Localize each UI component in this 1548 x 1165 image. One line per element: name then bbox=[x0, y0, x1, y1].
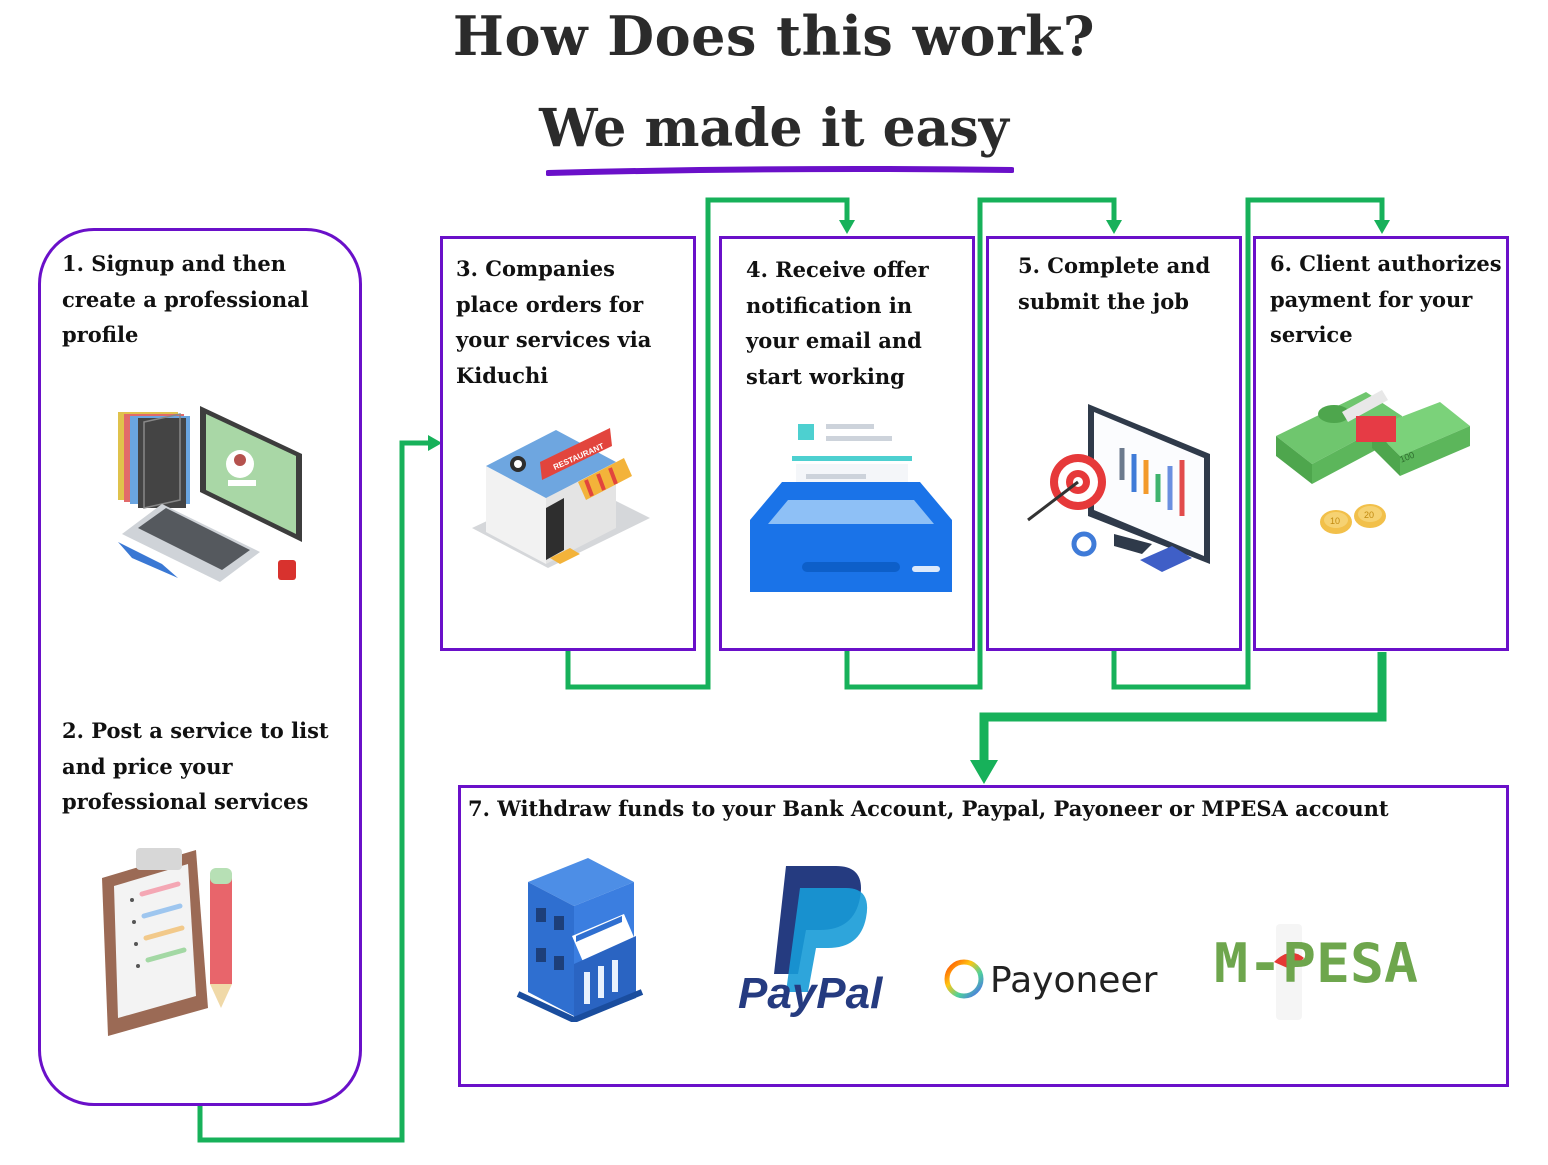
paypal-logo: PayPal bbox=[738, 866, 883, 1018]
bank-building-icon: BANK bbox=[516, 858, 644, 1022]
arrowhead-3 bbox=[428, 435, 442, 451]
page-subtitle: We made it easy bbox=[539, 98, 1009, 159]
coin-a-label: 10 bbox=[1330, 516, 1340, 526]
connector-4-to-5 bbox=[844, 197, 1117, 690]
mpesa-logo: M-PESA bbox=[1214, 924, 1418, 1020]
money-stack-icon: 100 10 20 bbox=[1276, 390, 1470, 534]
payoneer-logo: Payoneer bbox=[944, 959, 1158, 1001]
clipboard-checklist-icon bbox=[102, 848, 232, 1036]
inbox-tray-icon bbox=[750, 424, 952, 592]
arrowhead-7 bbox=[970, 760, 998, 784]
payoneer-wordmark: Payoneer bbox=[990, 960, 1158, 1001]
mpesa-wordmark: M-PESA bbox=[1214, 932, 1418, 995]
paypal-wordmark: PayPal bbox=[738, 969, 883, 1018]
step-3-text: 3. Companies place orders for your servi… bbox=[456, 256, 652, 388]
arrowhead-4 bbox=[839, 220, 855, 234]
step-4-text: 4. Receive offer notification in your em… bbox=[746, 257, 929, 389]
step-2-text: 2. Post a service to list and price your… bbox=[62, 718, 329, 814]
restaurant-store-icon: RESTAURANT bbox=[472, 428, 650, 568]
laptop-profile-icon bbox=[118, 406, 302, 582]
connector-5-to-6 bbox=[1111, 197, 1385, 690]
connector-2-to-3 bbox=[197, 440, 430, 1143]
arrowhead-6 bbox=[1374, 220, 1390, 234]
target-analytics-icon bbox=[1027, 404, 1210, 572]
page-title: How Does this work? bbox=[452, 4, 1096, 68]
step-1-text: 1. Signup and then create a professional… bbox=[62, 251, 309, 347]
coin-b-label: 20 bbox=[1364, 510, 1374, 520]
step-5-text: 5. Complete and submit the job bbox=[1018, 253, 1211, 314]
step-6-text: 6. Client authorizes payment for your se… bbox=[1270, 251, 1502, 347]
connector-3-to-4 bbox=[565, 197, 850, 690]
step-7-text: 7. Withdraw funds to your Bank Account, … bbox=[468, 796, 1389, 821]
subtitle-underline bbox=[546, 166, 1014, 176]
arrowhead-5 bbox=[1106, 220, 1122, 234]
connector-6-to-7 bbox=[979, 652, 1387, 764]
